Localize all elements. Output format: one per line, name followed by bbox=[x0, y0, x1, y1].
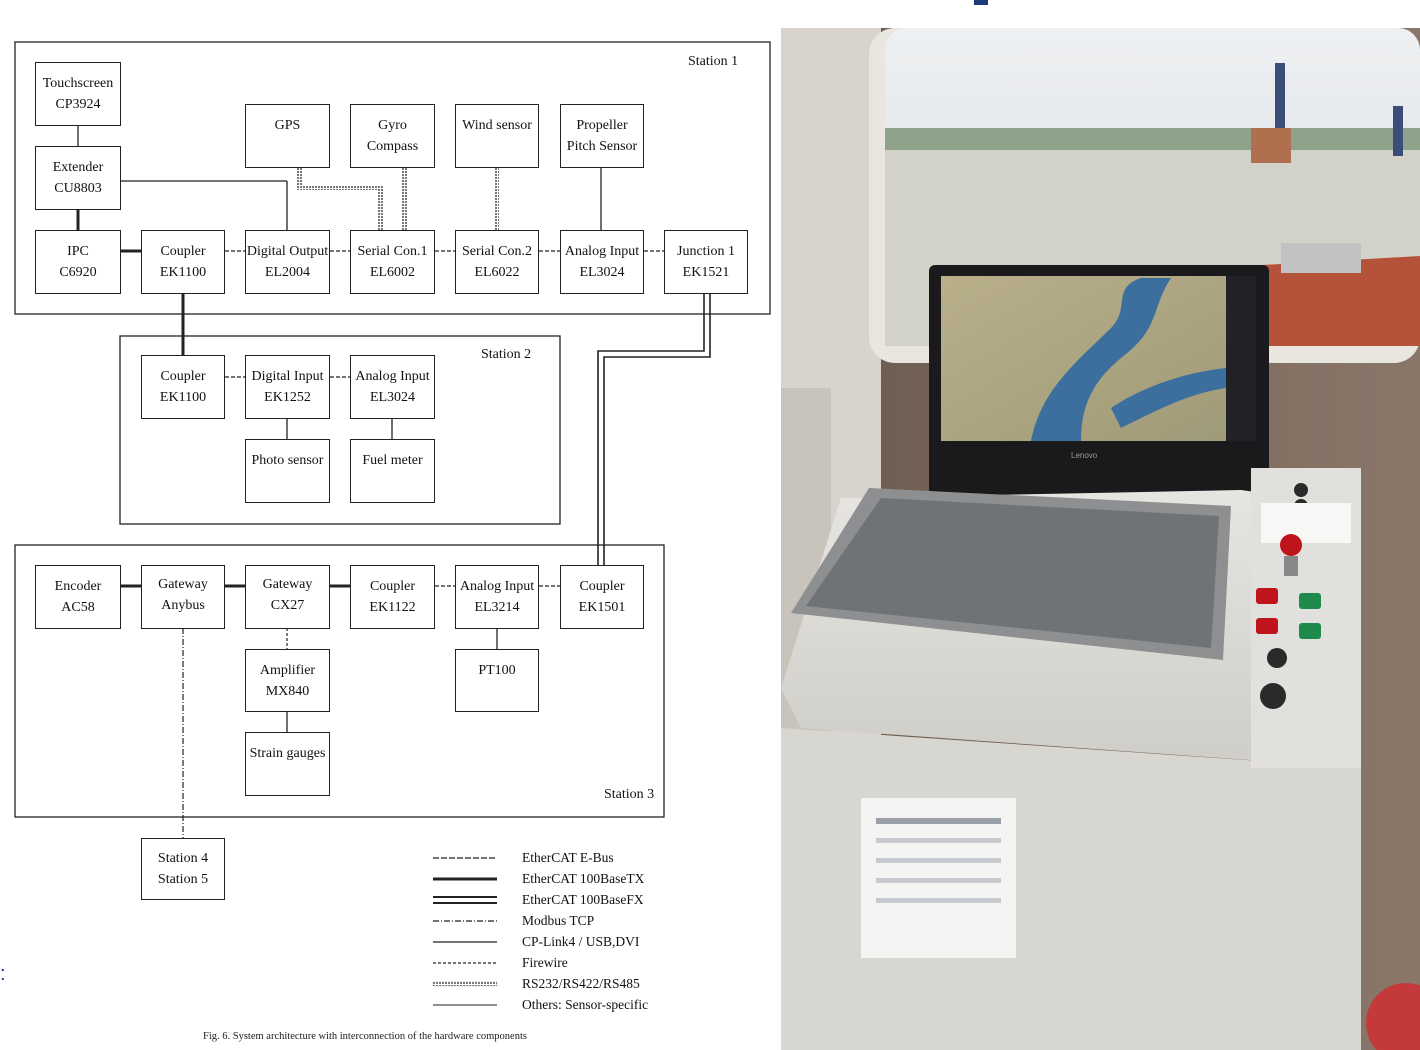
top-knob-1 bbox=[1294, 483, 1308, 497]
bridge-console-photo: Lenovo bbox=[781, 28, 1420, 1050]
legend-rs232: RS232/RS422/RS485 bbox=[430, 976, 730, 996]
station-2-frame bbox=[119, 335, 561, 525]
legend-firewire: Firewire bbox=[433, 955, 568, 970]
lock-gate-left bbox=[1275, 63, 1285, 158]
sticker-line-1 bbox=[876, 818, 1001, 824]
monitor-brand: Lenovo bbox=[1071, 451, 1098, 460]
system-architecture-diagram: Station 1 Station 2 Station 3 Touchscree… bbox=[0, 41, 771, 1042]
sticker-line-5 bbox=[876, 898, 1001, 903]
station-1-label: Station 1 bbox=[688, 54, 739, 69]
legend-others-sensor-specific: Others: Sensor-specific bbox=[433, 997, 649, 1012]
diagram-connections bbox=[14, 41, 771, 838]
red-button-1 bbox=[1256, 588, 1278, 604]
gps-box: GPS bbox=[245, 104, 330, 168]
legend-ethercat-100basetx: EtherCAT 100BaseTX bbox=[433, 871, 645, 886]
station-3-label: Station 3 bbox=[604, 787, 655, 802]
station-2-label: Station 2 bbox=[481, 347, 532, 362]
legend-ethercat-100basefx: EtherCAT 100BaseFX bbox=[433, 892, 644, 907]
panel-label-sticker bbox=[1261, 503, 1351, 543]
rs-wind-serial bbox=[494, 168, 499, 230]
green-button-2 bbox=[1299, 623, 1321, 639]
wind-sensor-box: Wind sensor bbox=[455, 104, 539, 168]
sticker-line-3 bbox=[876, 858, 1001, 863]
station-3-frame bbox=[14, 544, 665, 818]
lock-tower bbox=[1251, 128, 1291, 163]
selector-switch bbox=[1267, 648, 1287, 668]
rs-gyro-serial bbox=[402, 168, 407, 230]
fx-junction-inner bbox=[597, 293, 705, 566]
legend-cp-link4: CP-Link4 / USB,DVI bbox=[433, 934, 640, 949]
top-edge-mark bbox=[974, 0, 988, 5]
display-sidebar bbox=[1226, 276, 1256, 441]
station-1-frame bbox=[14, 41, 771, 315]
touch-panel-screen bbox=[806, 498, 1219, 648]
river-branch-on-chart bbox=[1111, 368, 1226, 428]
legend-modbus-tcp: Modbus TCP bbox=[433, 913, 595, 928]
fx-junction-outer bbox=[603, 293, 711, 566]
rs-gps-down bbox=[297, 168, 302, 187]
sticker-line-2 bbox=[876, 838, 1001, 843]
shoreline bbox=[885, 128, 1420, 150]
photo-sensor-box: Photo sensor bbox=[245, 439, 330, 503]
legend-ethercat-ebus: EtherCAT E-Bus bbox=[433, 850, 614, 865]
figure-caption: Fig. 6. System architecture with interco… bbox=[203, 1031, 527, 1042]
emergency-stop-button bbox=[1280, 534, 1302, 556]
fuel-meter-box: Fuel meter bbox=[350, 439, 435, 503]
strain-gauges-box: Strain gauges bbox=[245, 732, 330, 796]
colon-mark: : bbox=[0, 963, 6, 985]
photo-illustration: Lenovo bbox=[781, 28, 1420, 1050]
pt100-box: PT100 bbox=[455, 649, 539, 712]
fire-extinguisher bbox=[1366, 983, 1420, 1050]
red-button-2 bbox=[1256, 618, 1278, 634]
emergency-stop-stem bbox=[1284, 556, 1298, 576]
bow-mast bbox=[1281, 243, 1361, 273]
sticker-line-4 bbox=[876, 878, 1001, 883]
lock-gate-right bbox=[1393, 106, 1403, 156]
green-button-1 bbox=[1299, 593, 1321, 609]
rotary-knob bbox=[1260, 683, 1286, 709]
rs-gps-serial bbox=[378, 185, 383, 230]
rs-gps-across bbox=[297, 185, 380, 190]
river-on-chart bbox=[1031, 278, 1171, 441]
